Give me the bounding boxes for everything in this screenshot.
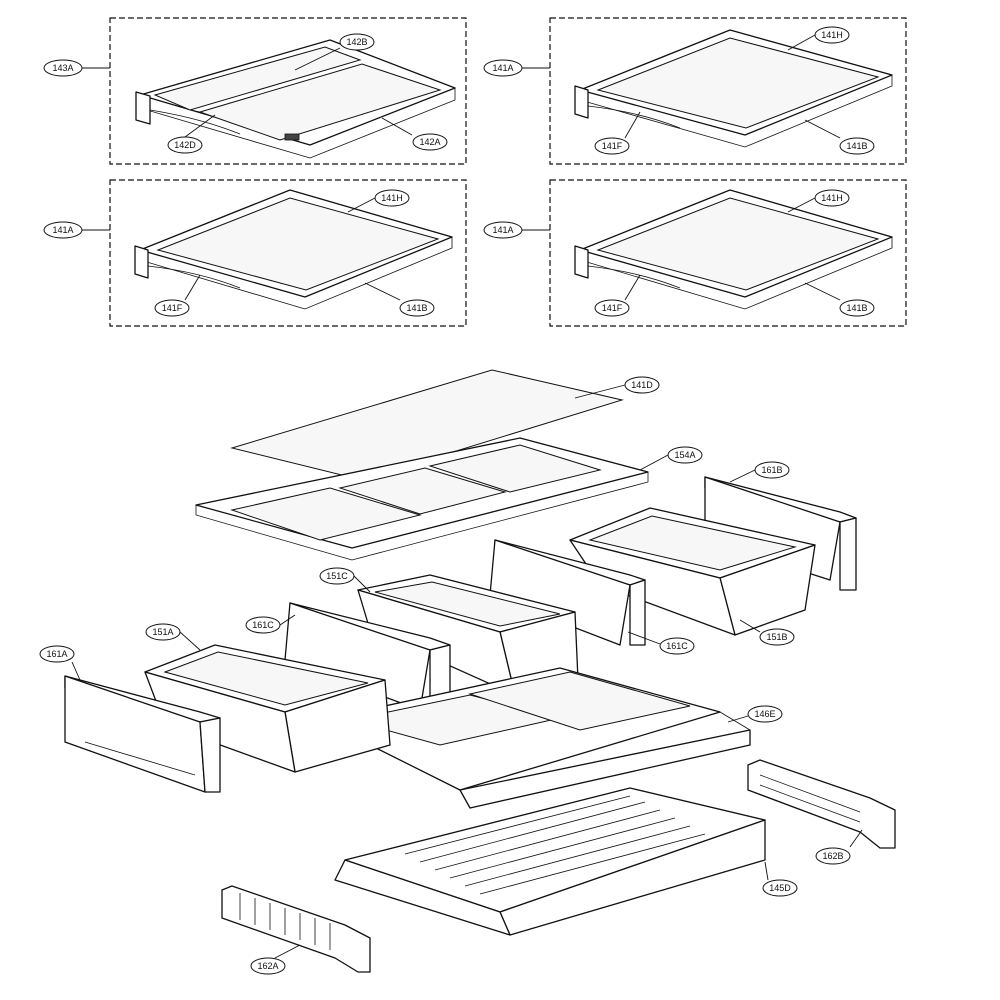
svg-text:141H: 141H [821,30,843,40]
label-161C-1: 161C [245,616,281,634]
svg-text:141D: 141D [631,380,653,390]
label-162A: 162A [250,957,286,975]
svg-text:161A: 161A [46,649,67,659]
svg-text:141H: 141H [381,193,403,203]
svg-text:141B: 141B [846,303,867,313]
label-142D: 142D [167,136,203,154]
shelf-143A-drawing [135,39,456,159]
svg-text:162B: 162B [822,851,843,861]
part-labels: 143A 142B 142D 142A 141A 141H 141F 141B … [39,26,875,975]
group-box-shelf-141A-top-right [549,17,907,165]
svg-text:151C: 151C [326,571,348,581]
label-141H-1: 141H [814,26,850,44]
svg-text:141A: 141A [52,225,73,235]
group-box-shelf-141A-middle-right [549,179,907,327]
label-141A-2: 141A [43,221,83,239]
svg-text:154A: 154A [674,450,695,460]
svg-text:162A: 162A [257,961,278,971]
svg-text:142A: 142A [419,137,440,147]
label-141H-3: 141H [814,189,850,207]
shelf-141A-middle-right-drawing [574,189,893,310]
svg-text:141B: 141B [406,303,427,313]
lower-assembly-drawing [64,369,896,973]
label-141B-3: 141B [839,299,875,317]
label-151C: 151C [319,567,355,585]
label-151A: 151A [145,623,181,641]
svg-text:145D: 145D [769,883,791,893]
label-142A: 142A [412,133,448,151]
label-146E: 146E [747,705,783,723]
svg-text:146E: 146E [754,709,775,719]
svg-text:141F: 141F [162,303,183,313]
group-box-shelf-141A-middle-left [109,179,467,327]
svg-text:161B: 161B [761,465,782,475]
label-161B: 161B [754,461,790,479]
label-141A-3: 141A [483,221,523,239]
svg-text:141B: 141B [846,141,867,151]
label-161A: 161A [39,645,75,663]
shelf-141A-top-right-drawing [574,29,893,148]
svg-text:161C: 161C [252,620,274,630]
svg-text:151A: 151A [152,627,173,637]
svg-text:161C: 161C [666,641,688,651]
group-box-shelf-143A [109,17,467,165]
label-154A: 154A [667,446,703,464]
label-142B: 142B [339,33,375,51]
label-141F-3: 141F [594,299,630,317]
label-141F-1: 141F [594,137,630,155]
label-141A-1: 141A [483,59,523,77]
shelf-141A-middle-left-drawing [134,189,453,310]
svg-text:141A: 141A [492,225,513,235]
label-143A: 143A [43,59,83,77]
svg-text:141F: 141F [602,303,623,313]
svg-text:141H: 141H [821,193,843,203]
svg-text:143A: 143A [52,63,73,73]
label-161C-2: 161C [659,637,695,655]
label-151B: 151B [759,628,795,646]
svg-text:141F: 141F [602,141,623,151]
svg-text:151B: 151B [766,632,787,642]
label-141B-2: 141B [399,299,435,317]
glass-141D-shape [230,369,624,481]
label-141H-2: 141H [374,189,410,207]
label-145D: 145D [762,879,798,897]
leader-lines [71,34,863,959]
svg-text:142D: 142D [174,140,196,150]
label-141F-2: 141F [154,299,190,317]
label-162B: 162B [815,847,851,865]
svg-text:141A: 141A [492,63,513,73]
svg-text:142B: 142B [346,37,367,47]
label-141B-1: 141B [839,137,875,155]
label-141D: 141D [624,376,660,394]
